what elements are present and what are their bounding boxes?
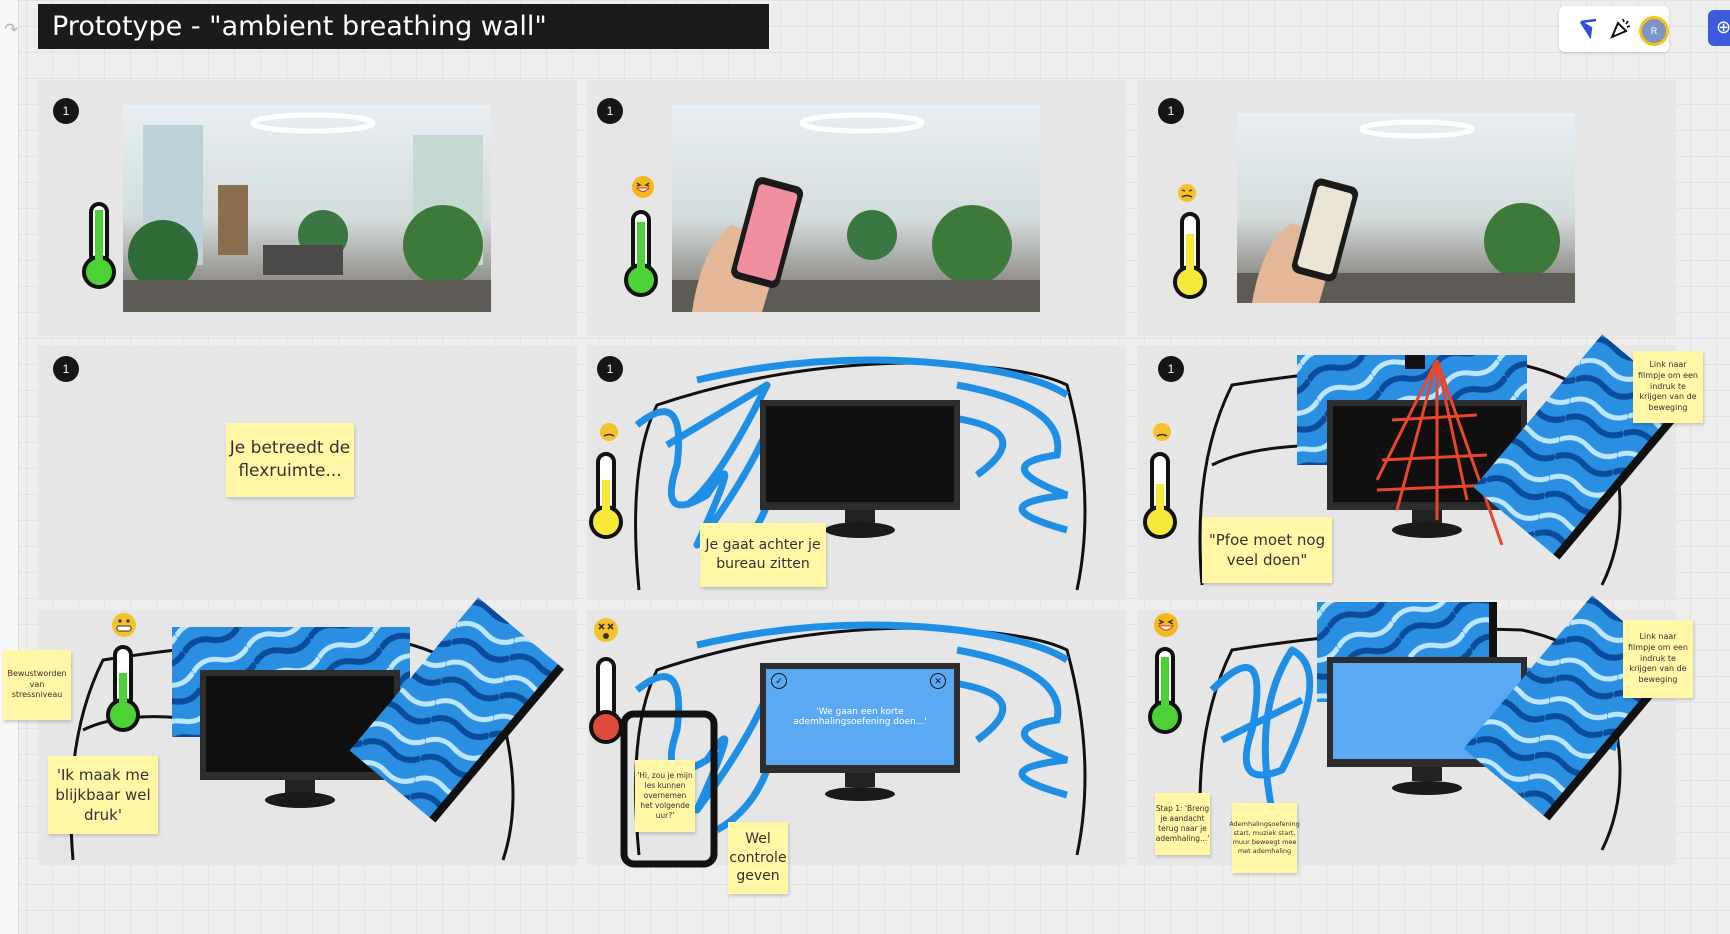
frame-badge: 1 xyxy=(53,98,79,124)
celebrate-icon[interactable] xyxy=(1609,16,1633,40)
office-photo-with-phone xyxy=(1237,113,1575,303)
sticky-note[interactable]: Je betreedt de flexruimte... xyxy=(226,423,354,497)
sticky-note[interactable]: Je gaat achter je bureau zitten xyxy=(700,523,826,587)
close-icon[interactable]: ✕ xyxy=(930,673,946,689)
laughing-face-icon xyxy=(1154,613,1178,637)
office-photo-with-phone xyxy=(672,105,1040,312)
sticky-note[interactable]: Ademhalingsoefening start, muziek start,… xyxy=(1229,803,1300,873)
sticky-note[interactable]: Wel controle geven xyxy=(728,822,788,894)
sticky-note[interactable]: Link naar filmpje om een indruk te krijg… xyxy=(1633,351,1703,423)
share-icon: ⊕ xyxy=(1716,17,1730,38)
storyboard-frame-5[interactable]: 1 Je gaat achter je bureau zitten xyxy=(587,345,1126,600)
office-photo xyxy=(123,105,491,312)
storyboard-frame-6[interactable]: 1 "Pfoe moet nog veel doen" Link naar fi… xyxy=(1137,334,1703,600)
thermometer-icon xyxy=(1143,452,1177,539)
projector-beam xyxy=(1375,359,1504,546)
storyboard-frame-8[interactable]: 'We gaan een korte ademhalingsoefening d… xyxy=(587,610,1126,894)
sticky-note[interactable]: 'Hi, zou je mijn les kunnen overnemen he… xyxy=(635,760,695,832)
sticky-note[interactable]: "Pfoe moet nog veel doen" xyxy=(1202,517,1332,583)
grimacing-face-icon xyxy=(112,613,136,637)
laughing-face-icon xyxy=(632,176,654,198)
worried-face-icon xyxy=(1178,184,1196,202)
storyboard-frame-7[interactable]: 'Ik maak me blijkbaar wel druk' xyxy=(38,597,577,865)
phone-sketch xyxy=(620,710,718,868)
monitor-screen-message: 'We gaan een korte ademhalingsoefening d… xyxy=(766,669,954,765)
thermometer-icon xyxy=(589,657,623,744)
thermometer-icon xyxy=(1173,212,1207,299)
frame-badge: 1 xyxy=(597,356,623,382)
sticky-note[interactable]: Link naar filmpje om een indruk te krijg… xyxy=(1623,620,1693,698)
thermometer-icon xyxy=(589,452,623,539)
storyboard-frame-9[interactable]: Stap 1: 'Breng je aandacht terug naar je… xyxy=(1137,595,1693,873)
storyboard-frame-1[interactable]: 1 xyxy=(38,80,577,336)
sticky-note[interactable]: Bewustworden van stressniveau xyxy=(3,650,71,720)
share-button[interactable]: ⊕ xyxy=(1708,10,1730,46)
monitor xyxy=(760,400,960,538)
top-right-toolbar: R xyxy=(1559,6,1669,52)
sticky-note[interactable]: 'Ik maak me blijkbaar wel druk' xyxy=(48,756,158,834)
frame-badge: 1 xyxy=(597,98,623,124)
wave-wall-panel-tilted xyxy=(349,597,565,823)
avatar-initial: R xyxy=(1650,26,1658,36)
frame-badge: 1 xyxy=(53,356,79,382)
thermometer-icon xyxy=(1148,647,1182,734)
reactions-icon[interactable] xyxy=(1577,16,1601,40)
board-title[interactable]: Prototype - "ambient breathing wall" xyxy=(38,4,769,49)
monitor: 'We gaan een korte ademhalingsoefening d… xyxy=(760,663,960,813)
storyboard-frame-2[interactable]: 1 xyxy=(587,80,1126,336)
worried-face-icon xyxy=(1153,423,1171,441)
storyboard-frame-3[interactable]: 1 xyxy=(1137,80,1676,336)
worried-face-icon xyxy=(600,423,618,441)
frame-badge: 1 xyxy=(1158,356,1184,382)
check-icon[interactable]: ✓ xyxy=(771,673,787,689)
storyboard-frame-4[interactable]: 1 Je betreedt de flexruimte... xyxy=(38,345,577,600)
redo-arrow-icon[interactable]: ↷ xyxy=(4,20,19,40)
dizzy-face-icon xyxy=(594,618,618,642)
monitor xyxy=(1327,657,1527,807)
frame-badge: 1 xyxy=(1158,98,1184,124)
thermometer-icon xyxy=(106,645,140,732)
sticky-note[interactable]: Stap 1: 'Breng je aandacht terug naar je… xyxy=(1155,793,1210,855)
thermometer-icon xyxy=(624,210,658,297)
left-toolbar-strip xyxy=(0,0,19,934)
avatar[interactable]: R xyxy=(1639,16,1669,46)
thermometer-icon xyxy=(82,202,116,289)
